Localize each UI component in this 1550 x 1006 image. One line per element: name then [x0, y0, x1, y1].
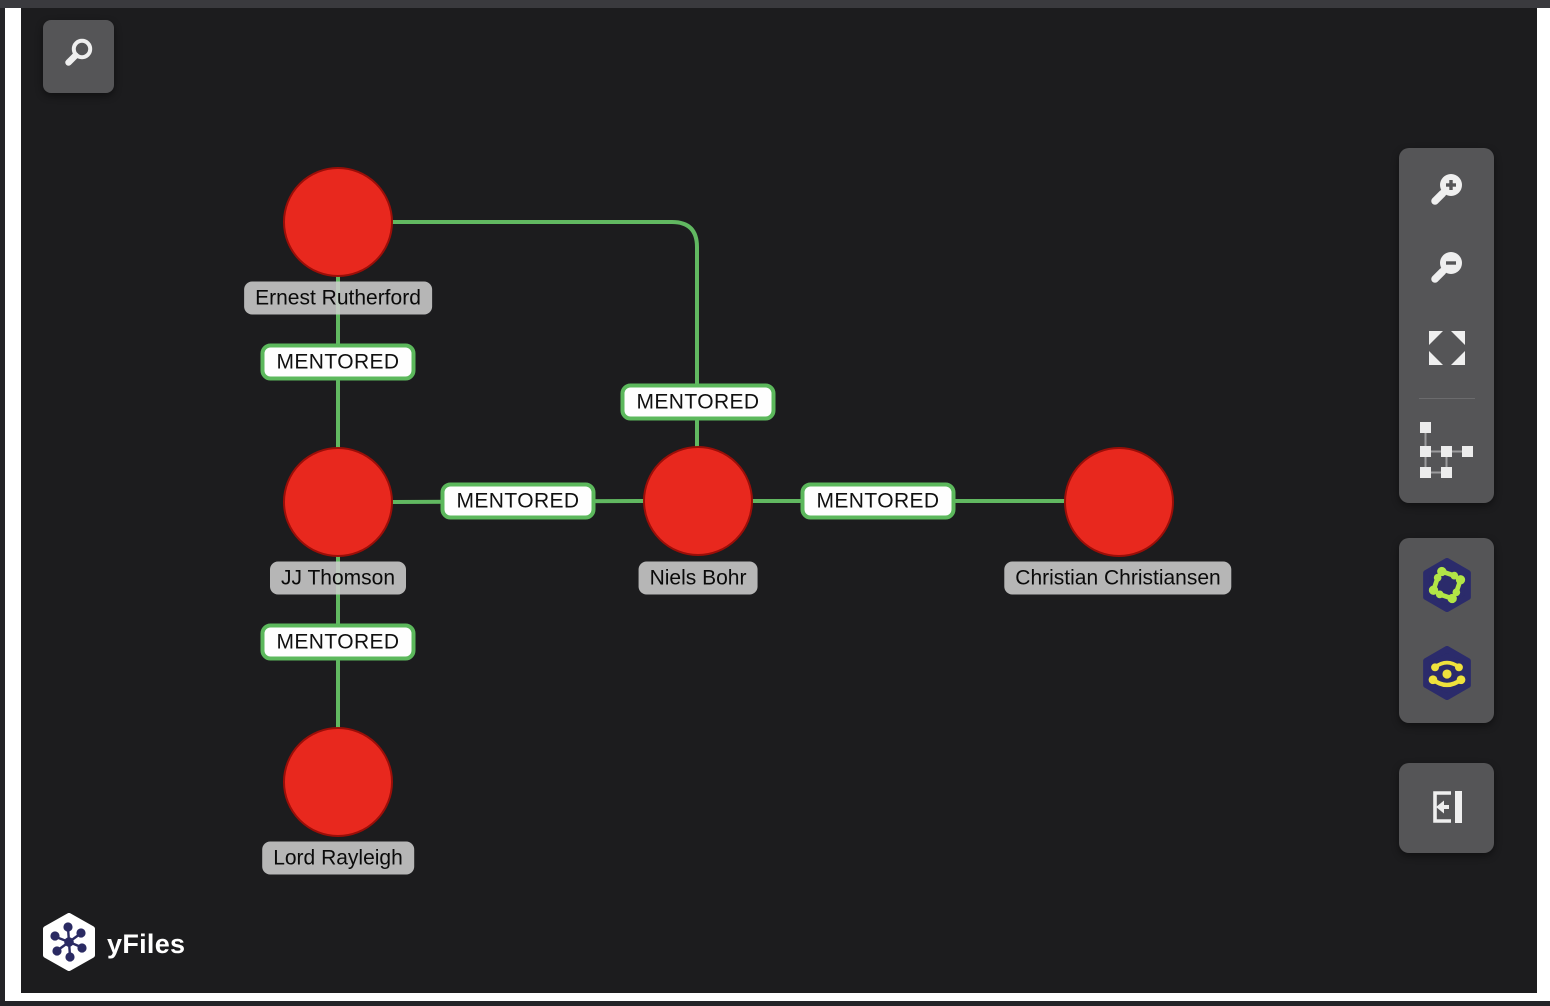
edge-label-mentored[interactable]: MENTORED	[620, 383, 776, 421]
graph-labels-layer: MENTORED MENTORED MENTORED MENTORED MENTORED…	[21, 8, 1537, 993]
graph-edge-rutherford-bohr[interactable]	[392, 220, 699, 447]
yfiles-logo-icon	[42, 913, 96, 976]
fit-content-button[interactable]	[1399, 310, 1494, 388]
node-label-christiansen[interactable]: Christian Christiansen	[1004, 561, 1232, 595]
zoom-in-icon	[1424, 169, 1470, 218]
window-left-edge	[0, 8, 5, 1006]
organic-layout-icon	[1420, 557, 1474, 615]
radial-layout-icon	[1420, 646, 1474, 703]
page-margin-left	[5, 8, 21, 993]
node-label-bohr[interactable]: Niels Bohr	[638, 561, 758, 595]
graph-node-rutherford[interactable]	[283, 167, 393, 277]
zoom-out-icon	[1424, 247, 1470, 296]
window-top-strip	[0, 0, 1550, 8]
page-margin-bottom	[5, 993, 1550, 1001]
hierarchic-layout-icon	[1419, 421, 1475, 482]
graph-node-bohr[interactable]	[643, 446, 753, 556]
page-margin-right	[1537, 8, 1550, 1001]
toolbar-separator	[1418, 398, 1475, 399]
view-toolbar	[1399, 148, 1494, 503]
zoom-in-button[interactable]	[1399, 154, 1494, 232]
node-label-rutherford[interactable]: Ernest Rutherford	[244, 281, 432, 315]
window-bottom-edge	[0, 1001, 1550, 1006]
graph-node-christiansen[interactable]	[1064, 447, 1174, 557]
fit-content-icon	[1428, 330, 1466, 369]
zoom-out-button[interactable]	[1399, 232, 1494, 310]
collapse-panel-button[interactable]	[1399, 763, 1494, 853]
organic-layout-button[interactable]	[1399, 546, 1494, 626]
graph-node-rayleigh[interactable]	[283, 727, 393, 837]
edge-label-mentored[interactable]: MENTORED	[260, 343, 416, 381]
graph-layer	[283, 167, 1174, 837]
hierarchic-layout-button[interactable]	[1399, 403, 1494, 499]
layout-toolbar	[1399, 538, 1494, 723]
yfiles-brand-link[interactable]: yFiles	[42, 913, 185, 976]
edge-label-mentored[interactable]: MENTORED	[260, 623, 416, 661]
graph-canvas[interactable]: MENTORED MENTORED MENTORED MENTORED MENTORED…	[21, 8, 1537, 993]
edge-label-mentored[interactable]: MENTORED	[800, 482, 956, 520]
yfiles-brand-label: yFiles	[107, 929, 186, 959]
search-button[interactable]	[43, 20, 114, 93]
search-icon	[59, 35, 99, 78]
edge-label-mentored[interactable]: MENTORED	[440, 482, 596, 520]
node-label-thomson[interactable]: JJ Thomson	[270, 561, 406, 595]
radial-layout-button[interactable]	[1399, 635, 1494, 715]
graph-node-thomson[interactable]	[283, 447, 393, 557]
collapse-panel-icon	[1424, 784, 1470, 833]
node-label-rayleigh[interactable]: Lord Rayleigh	[262, 841, 414, 875]
